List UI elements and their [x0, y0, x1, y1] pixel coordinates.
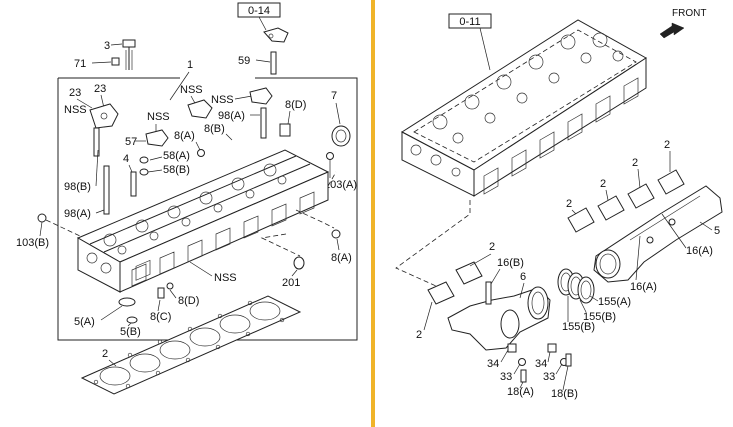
callout-r6: 6	[520, 271, 526, 283]
callout-8c: 8(C)	[150, 311, 171, 323]
ref-box-0-14[interactable]: 0-14	[237, 2, 281, 18]
callout-201: 201	[282, 277, 300, 289]
front-label: FRONT	[672, 8, 706, 19]
callout-r2-b: 2	[600, 178, 606, 190]
callout-8a-right: 8(A)	[331, 252, 352, 264]
callout-8d-bottom: 8(D)	[178, 295, 199, 307]
callout-103a: 103(A)	[324, 179, 357, 191]
callout-r18a: 18(A)	[507, 386, 534, 398]
callout-r34-a: 34	[487, 358, 499, 370]
callout-r2-d: 2	[664, 139, 670, 151]
callout-r16b: 16(B)	[497, 257, 524, 269]
front-arrow-icon	[659, 22, 685, 39]
callout-57: 57	[125, 136, 137, 148]
left-panel: 0-14 3 71 59 1 23 23 NSS	[16, 2, 358, 395]
ref-box-label: 0-14	[248, 5, 270, 17]
exhaust-gaskets	[427, 169, 685, 305]
seal-rings	[557, 268, 595, 304]
callout-103b: 103(B)	[16, 237, 49, 249]
callout-23-a: 23	[69, 87, 81, 99]
callout-23-b: 23	[94, 83, 106, 95]
callout-nss-e: NSS	[214, 272, 237, 284]
callout-r33-a: 33	[500, 371, 512, 383]
callout-r2-a: 2	[566, 198, 572, 210]
callout-8b-top: 8(B)	[204, 123, 225, 135]
callout-5b: 5(B)	[120, 326, 141, 338]
cylinder-head	[76, 149, 330, 293]
callout-r18b: 18(B)	[551, 388, 578, 400]
callout-58b: 58(B)	[163, 164, 190, 176]
callout-7: 7	[331, 90, 337, 102]
right-panel: 0-11 FRONT	[395, 8, 723, 400]
callout-nss-a: NSS	[64, 104, 87, 116]
callout-1: 1	[187, 59, 193, 71]
callout-4: 4	[123, 153, 129, 165]
callout-r16a-1: 16(A)	[686, 245, 713, 257]
callout-98a: 98(A)	[64, 208, 91, 220]
callout-r155b-1: 155(B)	[583, 311, 616, 323]
callout-8a-mid: 8(A)	[174, 130, 195, 142]
engine-block	[401, 19, 647, 197]
callout-98a-top: 98(A)	[218, 110, 245, 122]
callout-58a: 58(A)	[163, 150, 190, 162]
callout-nss-b: NSS	[180, 84, 203, 96]
callout-r2-c: 2	[632, 157, 638, 169]
callout-59: 59	[238, 55, 250, 67]
callout-3: 3	[104, 40, 110, 52]
callout-r155b-2: 155(B)	[562, 321, 595, 333]
ref-box-label-right: 0-11	[459, 16, 480, 28]
callout-98b: 98(B)	[64, 181, 91, 193]
callout-r33-b: 33	[543, 371, 555, 383]
callout-nss-d: NSS	[147, 111, 170, 123]
bolt-part	[111, 39, 136, 70]
callout-71: 71	[74, 58, 86, 70]
callout-r2-f: 2	[416, 329, 422, 341]
exhaust-elbow-front	[447, 286, 551, 351]
head-gasket	[80, 295, 302, 395]
assembly-frame	[57, 77, 358, 341]
panel-divider	[371, 0, 375, 427]
callout-r2-e: 2	[489, 241, 495, 253]
callout-r16a-2: 16(A)	[630, 281, 657, 293]
ref-box-0-11[interactable]: 0-11	[448, 13, 492, 29]
callout-8d-top: 8(D)	[285, 99, 306, 111]
callout-2: 2	[102, 348, 108, 360]
callout-5a: 5(A)	[74, 316, 95, 328]
callout-r34-b: 34	[535, 358, 547, 370]
callout-r155a: 155(A)	[598, 296, 631, 308]
callout-nss-c: NSS	[211, 94, 234, 106]
callout-r5: 5	[714, 225, 720, 237]
exhaust-manifold-rear	[593, 185, 723, 283]
